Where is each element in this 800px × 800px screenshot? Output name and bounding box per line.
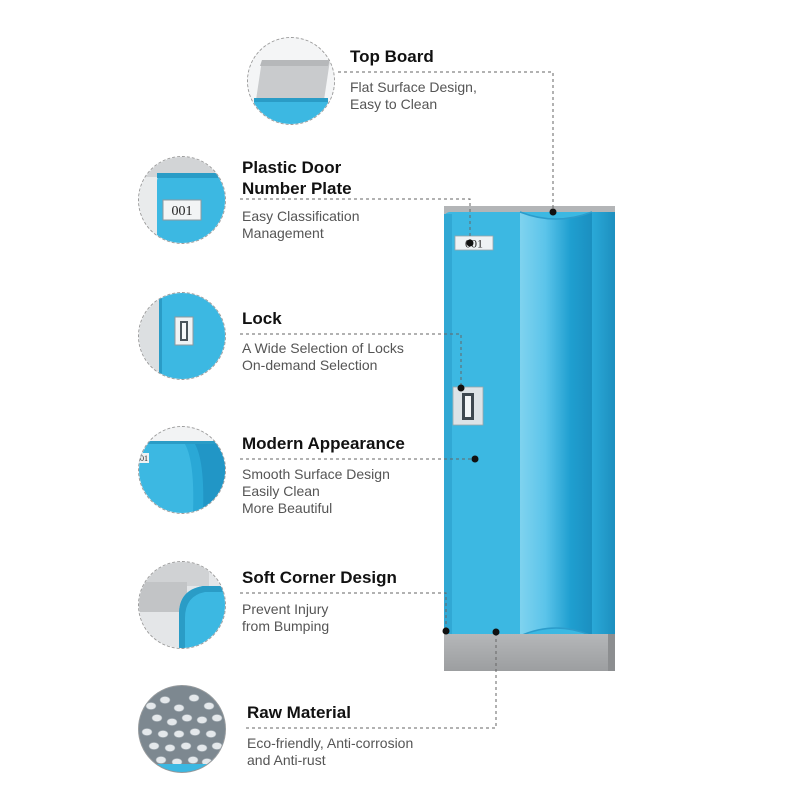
feature-title-line: Lock: [242, 309, 282, 328]
locker-door-edge: [444, 214, 452, 634]
locker-base-side: [608, 634, 615, 671]
locker-groove-bottom-edge: [519, 627, 593, 637]
feature-desc-line: Prevent Injury: [242, 601, 329, 617]
locker-lock-slot-inner: [465, 396, 471, 417]
locker-groove: [520, 212, 592, 636]
thumb-soft-corner: [138, 561, 226, 649]
feature-desc-line: and Anti-rust: [247, 752, 326, 768]
feature-title-line: Top Board: [350, 47, 434, 66]
feature-desc-line: Smooth Surface Design: [242, 466, 390, 482]
locker-groove-top-edge: [519, 211, 593, 220]
feature-title-line: Plastic Door: [242, 158, 342, 177]
feature-title-line: Modern Appearance: [242, 434, 405, 453]
feature-desc-line: Easily Clean: [242, 483, 320, 499]
feature-desc-line: Eco-friendly, Anti-corrosion: [247, 735, 414, 751]
feature-desc-number-plate: Easy Classification Management: [242, 208, 360, 242]
feature-title-line: Raw Material: [247, 703, 351, 722]
feature-desc-soft-corner: Prevent Injury from Bumping: [242, 601, 329, 635]
modern-appearance-thumb-graphic: 01: [139, 427, 225, 513]
feature-title-modern-appearance: Modern Appearance: [242, 433, 405, 454]
feature-desc-line: Easy Classification: [242, 208, 360, 224]
feature-desc-line: On-demand Selection: [242, 357, 378, 373]
thumb-modern-appearance: 01: [138, 426, 226, 514]
feature-desc-modern-appearance: Smooth Surface Design Easily Clean More …: [242, 466, 390, 517]
locker-right-panel: [592, 212, 615, 636]
number-plate-thumb-graphic: 001: [139, 157, 225, 243]
thumb-number-plate: 001: [138, 156, 226, 244]
thumb-lock: [138, 292, 226, 380]
top-board-thumb-graphic: [248, 38, 334, 124]
feature-title-raw-material: Raw Material: [247, 702, 351, 723]
raw-material-thumb-graphic: [139, 686, 225, 772]
thumb-plate-text: 001: [172, 204, 193, 219]
feature-title-number-plate: Plastic Door Number Plate: [242, 157, 352, 199]
lock-thumb-graphic: [139, 293, 225, 379]
feature-desc-line: from Bumping: [242, 618, 330, 634]
feature-title-top-board: Top Board: [350, 46, 434, 67]
feature-desc-lock: A Wide Selection of Locks On-demand Sele…: [242, 340, 404, 374]
locker-base: [444, 634, 615, 671]
feature-title-lock: Lock: [242, 308, 282, 329]
feature-desc-top-board: Flat Surface Design, Easy to Clean: [350, 79, 477, 113]
thumb-top-board: [247, 37, 335, 125]
feature-desc-line: A Wide Selection of Locks: [242, 340, 404, 356]
feature-desc-line: More Beautiful: [242, 500, 333, 516]
thumb-raw-material: [138, 685, 226, 773]
feature-desc-line: Management: [242, 225, 324, 241]
soft-corner-thumb-graphic: [139, 562, 225, 648]
feature-title-line: Soft Corner Design: [242, 568, 397, 587]
feature-desc-line: Flat Surface Design,: [350, 79, 477, 95]
thumb-edge-text: 01: [140, 454, 148, 463]
feature-title-soft-corner: Soft Corner Design: [242, 567, 397, 588]
locker-number-text: 001: [465, 237, 483, 251]
feature-desc-raw-material: Eco-friendly, Anti-corrosion and Anti-ru…: [247, 735, 413, 769]
feature-title-line: Number Plate: [242, 179, 352, 198]
feature-desc-line: Easy to Clean: [350, 96, 438, 112]
